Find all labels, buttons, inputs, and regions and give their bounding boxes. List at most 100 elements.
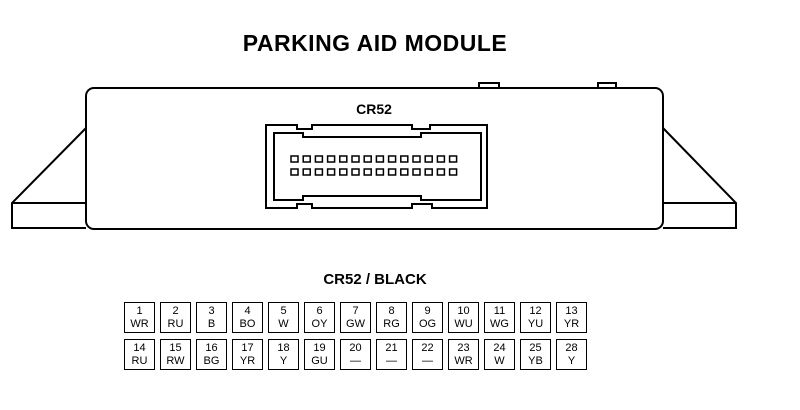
wire-color: — (350, 354, 361, 367)
pin-cavity (424, 168, 433, 176)
pin-number: 11 (493, 304, 506, 317)
pin-cavity (424, 155, 433, 163)
diagram-title: PARKING AID MODULE (242, 30, 508, 56)
pin-number: 22 (421, 341, 434, 354)
pin-cavity (314, 168, 324, 176)
pin-cavity (351, 168, 360, 176)
left-mounting-flange (11, 127, 87, 229)
pin-cavity (302, 168, 311, 176)
pin-cavity (339, 155, 348, 163)
pin-cavity (326, 168, 336, 176)
wire-color: WU (454, 317, 473, 330)
pin-number: 2 (172, 304, 179, 317)
wire-color: YU (527, 317, 544, 330)
pin-cavity (387, 155, 397, 163)
pin-cavity (363, 155, 372, 163)
pin-number: 20 (349, 341, 362, 354)
pin-cavity (351, 155, 360, 163)
pin-cavity (400, 155, 409, 163)
wire-color: RU (131, 354, 148, 367)
wire-color: Y (279, 354, 288, 367)
wire-color: B (207, 317, 216, 330)
pin-cell: 22— (412, 339, 443, 370)
wire-color: YR (563, 317, 580, 330)
pin-number: 23 (457, 341, 470, 354)
connector-label: CR52 (356, 101, 392, 117)
wire-color: GU (311, 354, 328, 367)
pin-number: 18 (277, 341, 290, 354)
wire-color: RU (167, 317, 184, 330)
wire-color: BG (203, 354, 220, 367)
pin-number: 24 (493, 341, 506, 354)
pin-number: 3 (208, 304, 215, 317)
pin-number: 28 (565, 341, 578, 354)
pin-number: 16 (205, 341, 218, 354)
connector-shell (265, 124, 488, 209)
pin-number: 4 (244, 304, 251, 317)
pin-cavity (375, 155, 385, 163)
connector-inner-frame (273, 132, 482, 201)
wire-color: RW (166, 354, 185, 367)
pin-number: 10 (457, 304, 470, 317)
wire-color: YR (239, 354, 256, 367)
pin-cavity (448, 168, 458, 176)
pin-number: 14 (133, 341, 146, 354)
wire-color: RG (383, 317, 400, 330)
pin-cavity (375, 168, 385, 176)
pin-cavity (290, 168, 299, 176)
pin-cavity (339, 168, 348, 176)
pin-cavity (326, 155, 336, 163)
pin-cavity (302, 155, 311, 163)
wire-color: WR (130, 317, 149, 330)
pin-cavity (290, 155, 299, 163)
wire-color: WR (454, 354, 473, 367)
pin-cell: 21— (376, 339, 407, 370)
right-mounting-flange (662, 127, 737, 229)
pin-cell: 20— (340, 339, 371, 370)
pin-cavity (412, 168, 421, 176)
wire-color: — (422, 354, 433, 367)
wire-color: OG (418, 317, 437, 330)
pin-cavity (412, 155, 421, 163)
wire-color: W (494, 354, 505, 367)
wire-color: WG (490, 317, 509, 330)
pin-cavity (436, 168, 446, 176)
pin-number: 7 (352, 304, 359, 317)
pin-number: 5 (280, 304, 287, 317)
wire-color: YB (528, 354, 543, 367)
pin-number: 17 (241, 341, 254, 354)
wire-color: GW (346, 317, 365, 330)
pin-number: 13 (565, 304, 578, 317)
pin-number: 1 (136, 304, 143, 317)
wire-color: — (386, 354, 397, 367)
pin-cavity (448, 155, 458, 163)
connector-pin-cavities (290, 155, 458, 176)
pin-number: 8 (388, 304, 395, 317)
pin-cavity (400, 168, 409, 176)
pin-number: 9 (424, 304, 431, 317)
pin-number: 12 (529, 304, 542, 317)
